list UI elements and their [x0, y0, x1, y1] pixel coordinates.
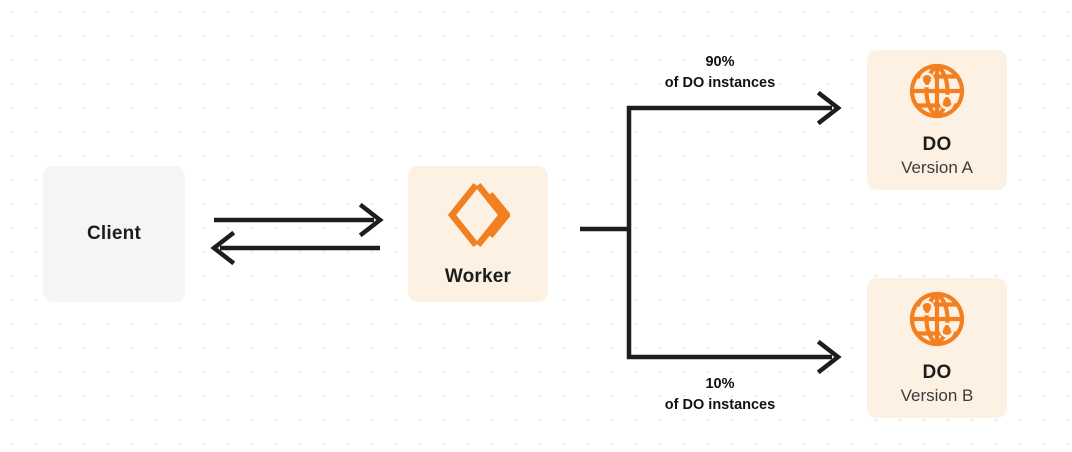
cloudflare-workers-icon [446, 180, 512, 250]
edge-label-bottom-description: of DO instances [664, 397, 776, 414]
globe-icon [906, 288, 968, 350]
node-worker-label: Worker [444, 265, 512, 287]
edge-label-top: 90% of DO instances [624, 52, 816, 94]
node-do-version-a-title: DO [922, 133, 952, 155]
node-do-version-b-title: DO [922, 361, 952, 383]
edge-label-top-description: of DO instances [664, 75, 776, 92]
arrow-client-to-worker [214, 202, 384, 238]
arrow-branch-to-do-a [627, 90, 842, 126]
globe-icon [906, 60, 968, 122]
node-do-version-a: DO Version A [867, 50, 1007, 190]
node-client: Client [43, 166, 185, 302]
node-client-label: Client [87, 222, 141, 244]
arrow-worker-to-client [210, 230, 380, 266]
node-do-version-b-subtitle: Version B [900, 386, 974, 406]
node-do-version-a-subtitle: Version A [901, 158, 973, 178]
edge-label-top-percent: 90% [705, 54, 735, 70]
arrow-branch-to-do-b [627, 339, 842, 375]
node-do-version-b: DO Version B [867, 278, 1007, 418]
edge-label-bottom: 10% of DO instances [624, 374, 816, 416]
node-worker: Worker [408, 166, 548, 302]
edge-label-bottom-percent: 10% [705, 376, 735, 392]
